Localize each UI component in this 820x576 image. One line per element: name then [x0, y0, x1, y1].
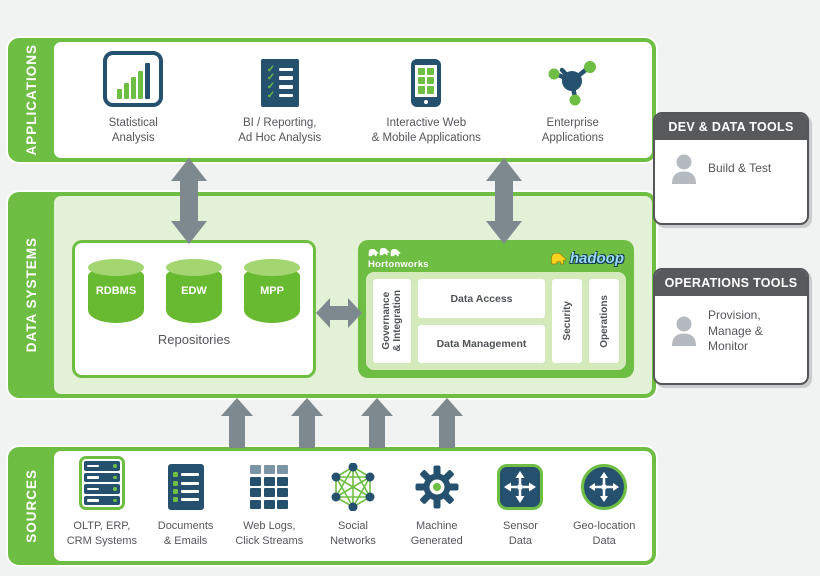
bar-chart-icon [103, 50, 164, 107]
hadoop-elephant-icon [551, 252, 567, 265]
up-arrow-1 [221, 398, 253, 448]
sources-panel: OLTP, ERP, CRM Systems Documents & Email… [54, 451, 652, 561]
app-item-web-mobile: Interactive Web & Mobile Applications [356, 55, 496, 146]
cylinder-label: EDW [181, 285, 207, 297]
app-item-label: Interactive Web & Mobile Applications [371, 116, 481, 144]
sources-band: SOURCES [8, 447, 54, 565]
person-icon [672, 154, 696, 184]
source-item-label: Machine Generated [410, 520, 463, 547]
database-cylinder-rdbms: RDBMS [88, 259, 144, 323]
double-arrow-horizontal [316, 298, 362, 328]
operations-box: Operations [589, 279, 619, 363]
source-item-label: Sensor Data [503, 520, 538, 547]
governance-integration-box: Governance & Integration [373, 279, 411, 363]
document-icon [167, 464, 204, 511]
operations-tools-header: OPERATIONS TOOLS [655, 270, 807, 296]
checklist-icon: ✓ ✓ ✓ ✓ [260, 58, 299, 107]
data-access-box: Data Access [418, 279, 545, 319]
sensor-arrows-icon [497, 464, 544, 511]
app-item-label: Enterprise Applications [541, 116, 604, 144]
database-cylinder-mpp: MPP [244, 259, 300, 323]
tile-grid-icon [250, 465, 289, 509]
source-item-label: Geo-location Data [572, 520, 636, 547]
database-cylinder-edw: EDW [166, 259, 222, 323]
app-item-enterprise: Enterprise Applications [503, 55, 643, 146]
applications-band: APPLICATIONS [8, 38, 54, 162]
cylinder-label: MPP [260, 285, 284, 297]
hortonworks-elephants-icon [368, 248, 401, 257]
mobile-phone-icon [411, 58, 442, 107]
cylinder-label: RDBMS [95, 285, 137, 297]
governance-integration-label: Governance & Integration [381, 290, 403, 352]
source-item-oltp: OLTP, ERP, CRM Systems [60, 456, 144, 548]
operations-label: Operations [598, 294, 610, 348]
source-item-label: OLTP, ERP, CRM Systems [66, 520, 137, 547]
sources-band-label: SOURCES [23, 469, 39, 543]
hadoop-logo-text: hadoop [569, 249, 624, 267]
geo-location-icon [581, 464, 628, 511]
hadoop-logo: hadoop [550, 250, 624, 267]
applications-panel: Statistical Analysis ✓ ✓ ✓ ✓ BI / Report… [54, 42, 652, 158]
social-network-icon [331, 463, 375, 512]
source-item-weblogs: Web Logs, Click Streams [227, 464, 311, 548]
source-item-geo: Geo-location Data [562, 464, 646, 548]
person-icon [672, 316, 696, 347]
dev-data-tools-header: DEV & DATA TOOLS [655, 114, 807, 140]
source-item-label: Documents & Emails [157, 520, 214, 547]
source-item-label: Web Logs, Click Streams [235, 520, 304, 547]
data-management-box: Data Management [418, 325, 545, 363]
operations-tools-panel: OPERATIONS TOOLS Provision, Manage & Mon… [653, 268, 809, 385]
repositories-box: RDBMS EDW MPP Repositories [72, 240, 316, 378]
dev-data-tools-body-text: Build & Test [708, 161, 772, 176]
double-arrow-vertical-right [486, 158, 522, 244]
source-item-social: Social Networks [311, 463, 395, 548]
source-item-machine: Machine Generated [395, 464, 479, 548]
app-item-label: BI / Reporting, Ad Hoc Analysis [238, 116, 322, 144]
gear-icon [415, 465, 459, 509]
network-hub-icon [548, 60, 596, 106]
data-systems-band-label: DATA SYSTEMS [23, 237, 39, 353]
applications-section: APPLICATIONS Statistical Analysis [8, 38, 656, 162]
hadoop-inner-panel: Governance & Integration Data Access Dat… [366, 272, 626, 370]
source-item-documents: Documents & Emails [144, 464, 228, 548]
operations-tools-body-text: Provision, Manage & Monitor [708, 308, 763, 354]
repositories-title: Repositories [157, 332, 231, 347]
data-access-label: Data Access [450, 292, 513, 305]
dev-data-tools-panel: DEV & DATA TOOLS Build & Test [653, 112, 809, 225]
up-arrow-2 [291, 398, 323, 448]
applications-band-label: APPLICATIONS [23, 44, 39, 156]
source-item-sensor: Sensor Data [479, 464, 563, 548]
hortonworks-logo-text: Hortonworks [368, 259, 429, 271]
server-stack-icon [78, 456, 125, 511]
hortonworks-logo: Hortonworks [368, 246, 429, 270]
double-arrow-vertical-left [171, 158, 207, 244]
hadoop-box: Hortonworks hadoop Governance & Integrat… [358, 240, 634, 378]
app-item-label: Statistical Analysis [108, 116, 158, 144]
app-item-bi-reporting: ✓ ✓ ✓ ✓ BI / Reporting, Ad Hoc Analysis [210, 55, 350, 146]
security-box: Security [552, 279, 582, 363]
data-systems-band: DATA SYSTEMS [8, 192, 54, 398]
security-label: Security [561, 301, 573, 341]
up-arrow-3 [361, 398, 393, 448]
sources-section: SOURCES OLTP, ERP, CRM Systems [8, 447, 656, 565]
up-arrow-4 [431, 398, 463, 448]
data-systems-section: DATA SYSTEMS RDBMS EDW MPP Repositories [8, 192, 656, 398]
data-management-label: Data Management [436, 338, 527, 351]
app-item-statistical-analysis: Statistical Analysis [63, 50, 203, 146]
source-item-label: Social Networks [330, 520, 376, 547]
